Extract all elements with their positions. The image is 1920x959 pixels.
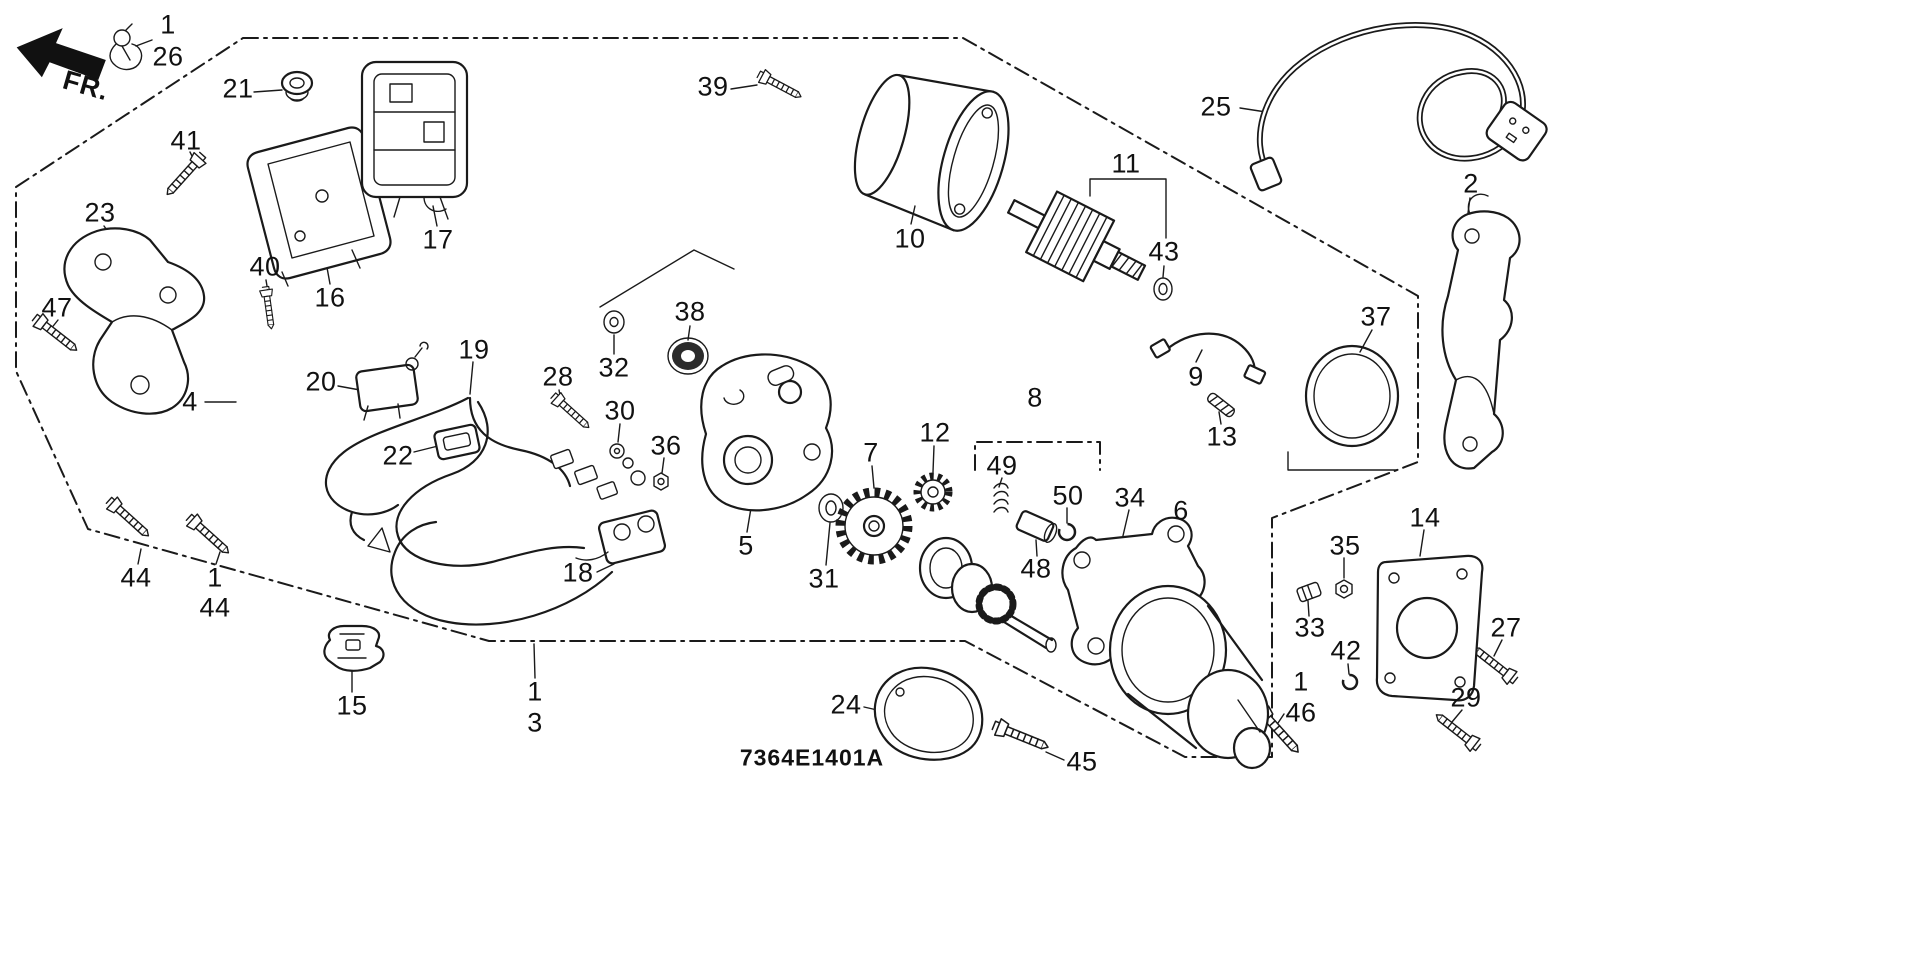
part-label-23: 23 [84, 197, 116, 228]
part-37-oring [1304, 344, 1400, 448]
part-24-cover [873, 666, 984, 761]
part-label-21: 21 [222, 73, 254, 104]
part-43-washer [1153, 277, 1173, 301]
part-19-harness [324, 396, 646, 626]
part-label-41: 41 [170, 125, 202, 156]
part-label-47: 47 [41, 292, 73, 323]
part-label-32: 32 [598, 352, 630, 383]
part-31-washer [818, 493, 844, 523]
part-label-17: 17 [422, 224, 454, 255]
part-2-bracket [1441, 193, 1521, 470]
part-17-bracket [360, 60, 469, 220]
part-23-bracket [63, 227, 206, 415]
part-label-1: 1 [160, 9, 176, 40]
part-label-35: 35 [1329, 530, 1361, 561]
part-35-nut [1335, 579, 1353, 599]
part-label-20: 20 [305, 366, 337, 397]
part-label-5: 5 [738, 530, 754, 561]
part-label-45: 45 [1066, 746, 1098, 777]
part-label-10: 10 [894, 223, 926, 254]
part-18-brush-holder [575, 509, 667, 565]
part-33-bolt [1296, 581, 1322, 603]
part-label-7: 7 [863, 437, 879, 468]
part-label-26: 26 [152, 41, 184, 72]
part-label-19: 19 [458, 334, 490, 365]
part-48-pin [1015, 510, 1058, 543]
part-30-washers [609, 443, 634, 469]
part-20-switch [355, 341, 429, 421]
part-label-29: 29 [1450, 682, 1482, 713]
part-label-8: 8 [1027, 382, 1043, 413]
part-label-37: 37 [1360, 301, 1392, 332]
part-6-motor-assembly [1061, 516, 1272, 770]
part-49-spring [993, 482, 1009, 513]
part-label-39: 39 [697, 71, 729, 102]
part-13-spring [1207, 392, 1236, 418]
part-label-18: 18 [562, 557, 594, 588]
part-label-16: 16 [314, 282, 346, 313]
part-label-31: 31 [808, 563, 840, 594]
part-38-nut [667, 337, 709, 375]
part-label-44: 44 [120, 562, 152, 593]
part-label-14: 14 [1409, 502, 1441, 533]
fr-arrow-icon [16, 28, 106, 81]
part-label-11: 11 [1111, 148, 1141, 179]
part-36-nut [653, 472, 669, 491]
part-21-grommet [280, 70, 314, 102]
part-label-27: 27 [1490, 612, 1522, 643]
part-22-connector [433, 423, 481, 461]
diagram-code: 7364E1401A [739, 744, 885, 771]
part-9-cable [1149, 332, 1267, 385]
part-label-1: 1 [527, 676, 543, 707]
part-label-38: 38 [674, 296, 706, 327]
part-label-2: 2 [1463, 168, 1479, 199]
part-5-plate [700, 353, 834, 512]
assembly-boundary [15, 37, 1419, 758]
part-label-25: 25 [1200, 91, 1232, 122]
part-15-grommet [323, 624, 385, 672]
part-label-43: 43 [1148, 236, 1180, 267]
part-14-gasket [1375, 554, 1484, 702]
part-label-50: 50 [1052, 480, 1084, 511]
part-label-1: 1 [1293, 666, 1309, 697]
part-label-24: 24 [830, 689, 862, 720]
part-8-clutch [918, 536, 1057, 653]
part-16-plate [246, 126, 392, 287]
part-label-9: 9 [1188, 361, 1204, 392]
part-label-1: 1 [207, 562, 223, 593]
part-label-40: 40 [249, 251, 281, 282]
part-50-clip [1057, 522, 1077, 542]
part-label-13: 13 [1206, 421, 1238, 452]
part-10-housing [853, 73, 1010, 232]
part-32-washer [603, 310, 625, 334]
part-label-12: 12 [919, 417, 951, 448]
part-26-clip [109, 23, 143, 71]
part-label-42: 42 [1330, 635, 1362, 666]
part-label-28: 28 [542, 361, 574, 392]
part-label-15: 15 [336, 690, 368, 721]
part-label-34: 34 [1114, 482, 1146, 513]
part-label-22: 22 [382, 440, 414, 471]
part-label-30: 30 [604, 395, 636, 426]
part-label-4: 4 [182, 386, 198, 417]
part-label-49: 49 [986, 450, 1018, 481]
part-25-cable [1249, 21, 1548, 192]
part-7-gear [835, 487, 913, 565]
part-42-clip [1341, 673, 1359, 691]
part-label-48: 48 [1020, 553, 1052, 584]
part-label-44: 44 [199, 592, 231, 623]
part-11-armature [1007, 190, 1147, 283]
part-label-3: 3 [527, 707, 543, 738]
part-label-36: 36 [650, 430, 682, 461]
part-label-6: 6 [1173, 495, 1189, 526]
part-label-46: 46 [1285, 697, 1317, 728]
part-label-33: 33 [1294, 612, 1326, 643]
part-12-gear [913, 472, 953, 512]
